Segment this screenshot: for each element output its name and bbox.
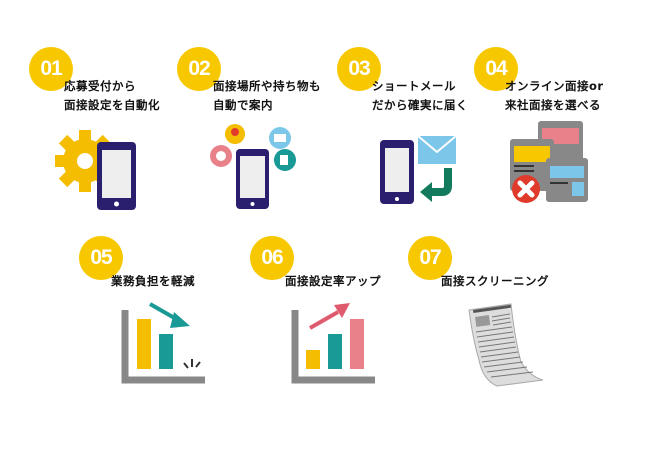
feature-05-label: 業務負担を軽減 bbox=[111, 272, 195, 291]
feature-04-label: オンライン面接or 来社面接を選べる bbox=[505, 77, 604, 115]
label-line: ショートメール bbox=[372, 79, 456, 93]
label-line: オンライン面接or bbox=[505, 79, 604, 93]
phone-notifications-icon bbox=[210, 124, 296, 209]
badge-01: 01 bbox=[29, 47, 73, 91]
chart-down-icon bbox=[121, 302, 205, 384]
label-line: 面接設定率アップ bbox=[285, 274, 381, 288]
gear-phone-icon bbox=[55, 130, 136, 210]
label-line: 自動で案内 bbox=[213, 98, 273, 112]
label-line: 業務負担を軽減 bbox=[111, 274, 195, 288]
feature-06-label: 面接設定率アップ bbox=[285, 272, 381, 291]
label-line: 面接場所や持ち物も bbox=[213, 79, 321, 93]
browser-windows-icon bbox=[510, 121, 588, 203]
feature-02-label: 面接場所や持ち物も 自動で案内 bbox=[213, 77, 321, 115]
label-line: 面接設定を自動化 bbox=[64, 98, 160, 112]
feature-03-label: ショートメール だから確実に届く bbox=[372, 77, 468, 115]
feature-07-label: 面接スクリーニング bbox=[441, 272, 549, 291]
badge-02: 02 bbox=[177, 47, 221, 91]
badge-05: 05 bbox=[79, 236, 123, 280]
label-line: 来社面接を選べる bbox=[505, 98, 601, 112]
badge-04: 04 bbox=[474, 47, 518, 91]
chart-up-icon bbox=[291, 303, 375, 384]
badge-06: 06 bbox=[250, 236, 294, 280]
label-line: だから確実に届く bbox=[372, 98, 468, 112]
phone-mail-icon bbox=[380, 135, 457, 204]
badge-03: 03 bbox=[337, 47, 381, 91]
feature-01-label: 応募受付から 面接設定を自動化 bbox=[64, 77, 160, 115]
label-line: 面接スクリーニング bbox=[441, 274, 549, 288]
label-line: 応募受付から bbox=[64, 79, 136, 93]
badge-07: 07 bbox=[408, 236, 452, 280]
document-icon bbox=[468, 303, 544, 387]
